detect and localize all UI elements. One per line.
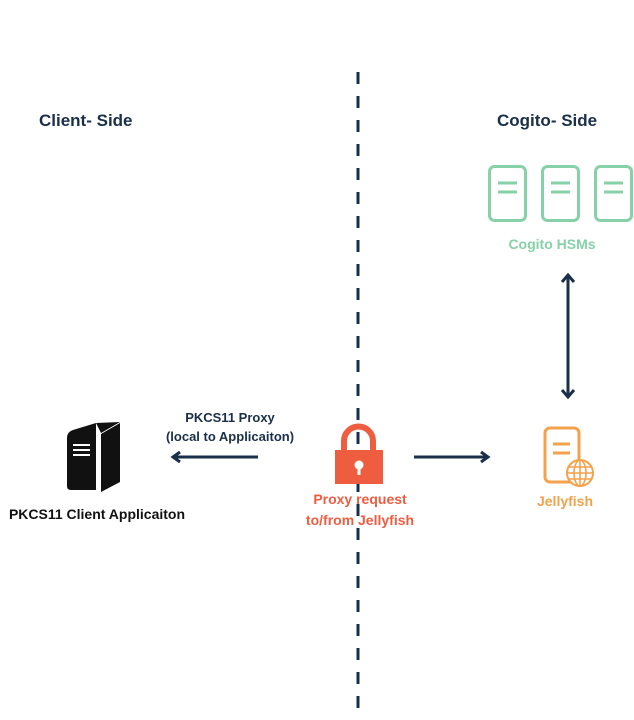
proxy-edge-label-line2: (local to Applicaiton) bbox=[165, 429, 295, 444]
proxy-label: Proxy request to/from Jellyfish bbox=[290, 489, 430, 531]
proxy-label-line1: Proxy request bbox=[313, 491, 407, 507]
server-icon bbox=[488, 165, 527, 222]
proxy-edge-label: PKCS11 Proxy (local to Applicaiton) bbox=[150, 408, 310, 446]
server-tower-icon bbox=[67, 422, 120, 492]
arrow-to-jellyfish bbox=[414, 450, 491, 464]
server-icon bbox=[541, 165, 580, 222]
bidirectional-arrow bbox=[560, 272, 576, 400]
web-server-icon bbox=[543, 426, 594, 487]
hsm-label: Cogito HSMs bbox=[508, 236, 596, 252]
server-icon bbox=[594, 165, 633, 222]
client-app-label: PKCS11 Client Applicaiton bbox=[8, 506, 186, 522]
proxy-label-line2: to/from Jellyfish bbox=[305, 512, 415, 528]
proxy-edge-label-line1: PKCS11 Proxy bbox=[185, 410, 275, 425]
jellyfish-label: Jellyfish bbox=[536, 493, 594, 509]
cogito-side-heading: Cogito- Side bbox=[497, 111, 598, 130]
lock-icon bbox=[335, 423, 383, 484]
arrow-to-client bbox=[170, 450, 258, 464]
client-side-heading: Client- Side bbox=[39, 111, 133, 130]
